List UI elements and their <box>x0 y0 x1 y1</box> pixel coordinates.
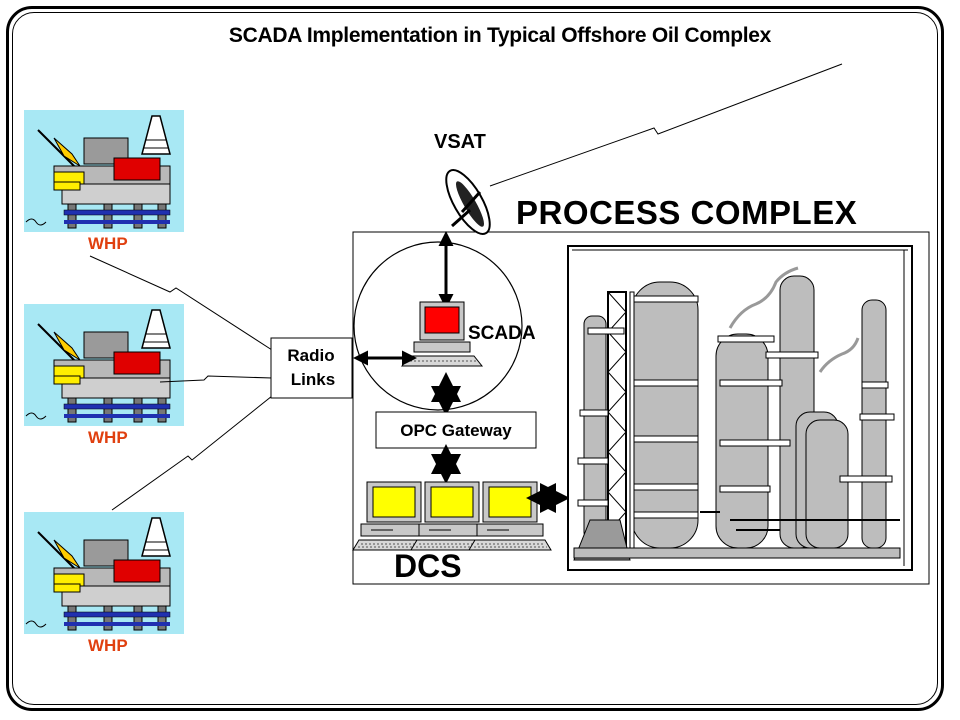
radio-link-whp-3 <box>111 395 273 511</box>
radio-links-label-1: Radio <box>287 346 334 365</box>
whp-label-3: WHP <box>88 636 128 655</box>
vsat-label: VSAT <box>434 131 486 153</box>
radio-link-whp-1 <box>89 255 273 351</box>
process-plant-image <box>567 245 913 571</box>
diagram-title: SCADA Implementation in Typical Offshore… <box>228 24 772 47</box>
radio-links-box <box>270 337 353 399</box>
vsat-uplink <box>489 63 843 187</box>
offshore-platform-icon <box>23 109 185 233</box>
outer-frame <box>6 6 944 711</box>
whp-label-1: WHP <box>88 234 128 253</box>
whp-platform-3 <box>23 511 185 635</box>
radio-link-whp-2 <box>159 375 273 383</box>
whp-platform-2 <box>23 303 185 427</box>
whp-label-2: WHP <box>88 428 128 447</box>
dcs-label: DCS <box>394 548 462 584</box>
offshore-platform-icon <box>23 303 185 427</box>
opc-gateway-label: OPC Gateway <box>400 421 512 440</box>
opc-gateway-box <box>375 411 537 449</box>
whp-platform-1 <box>23 109 185 233</box>
inner-frame <box>12 12 938 705</box>
scada-workstation-icon <box>400 301 484 367</box>
process-complex-frame <box>352 231 930 585</box>
process-complex-label: PROCESS COMPLEX <box>516 194 857 231</box>
scada-label: SCADA <box>468 323 536 344</box>
vsat-dish-icon <box>445 169 491 235</box>
dcs-workstation-icon <box>468 481 552 551</box>
radio-links-label-2: Links <box>291 370 335 389</box>
dcs-workstations <box>352 481 552 551</box>
offshore-platform-icon <box>23 511 185 635</box>
